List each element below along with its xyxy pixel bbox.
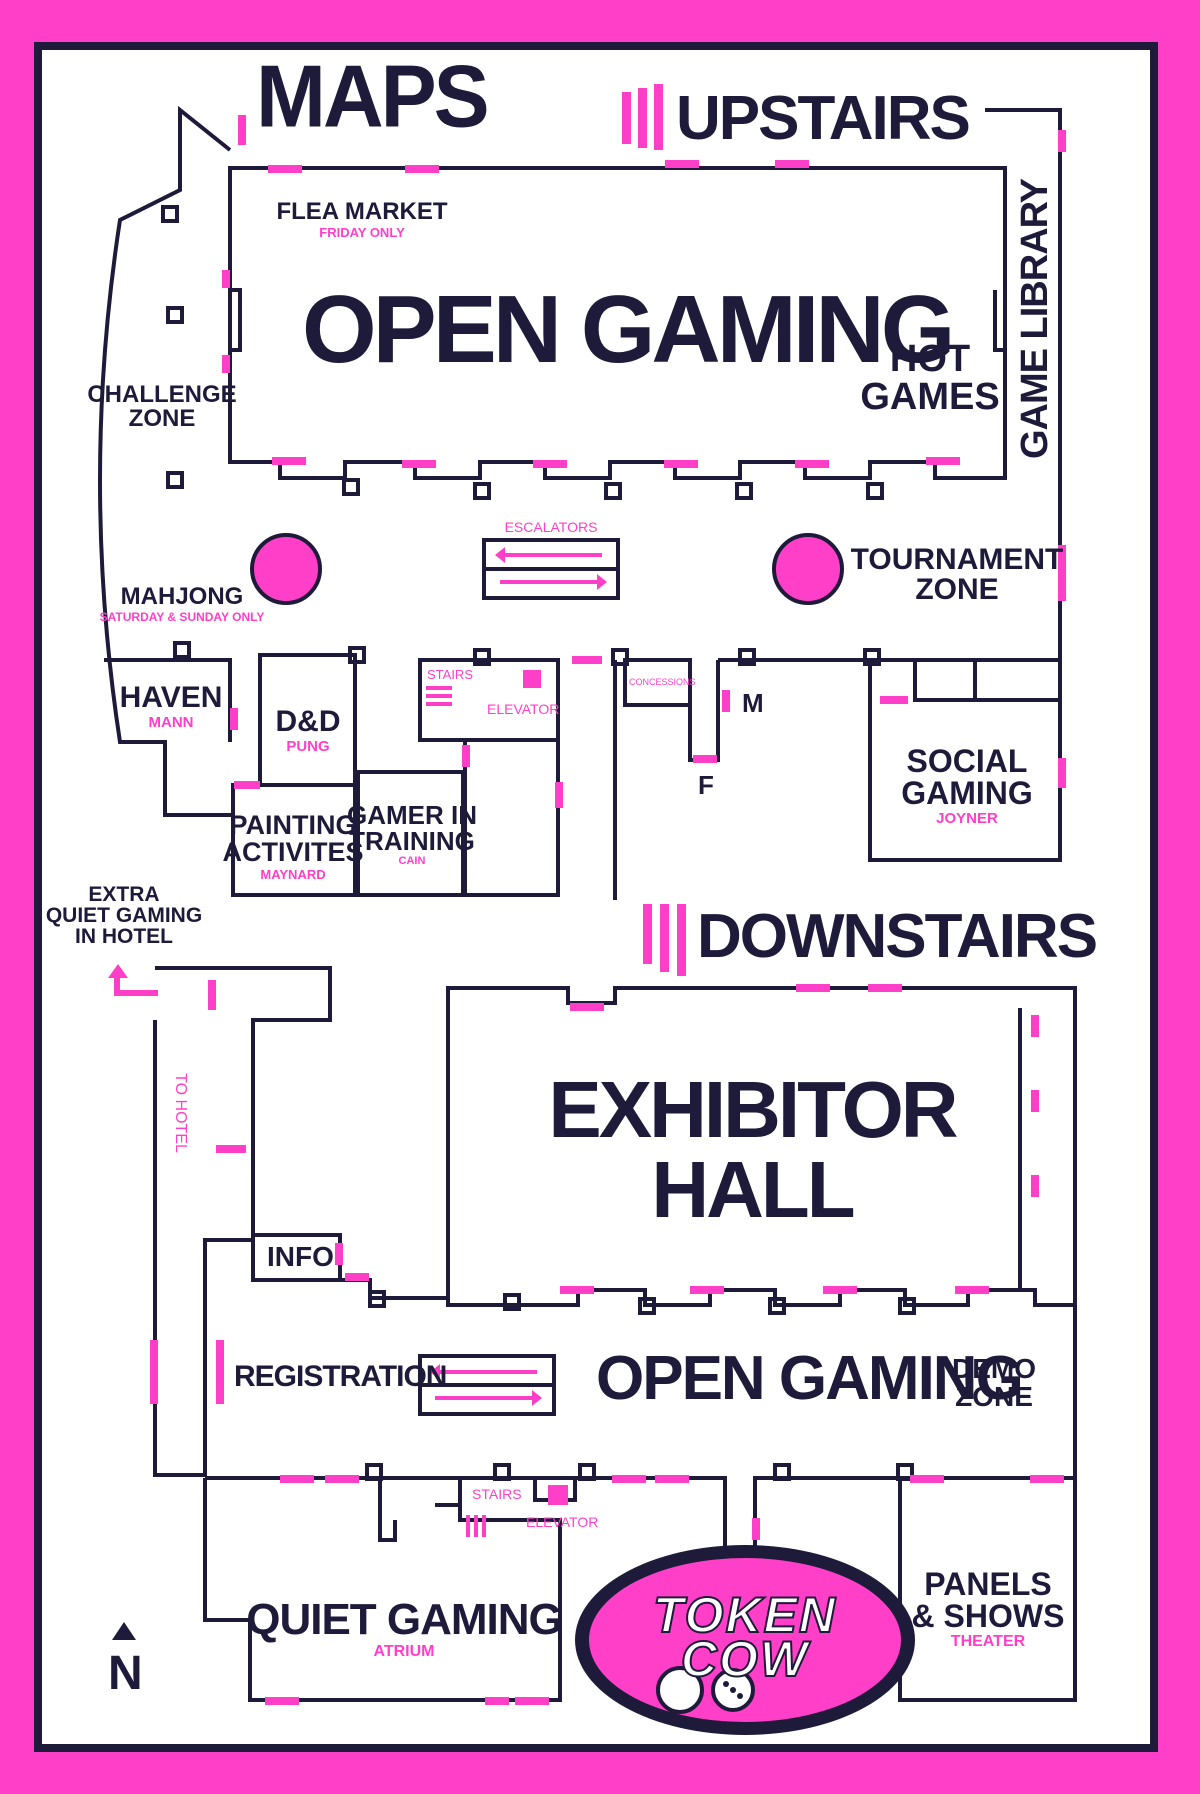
column	[166, 306, 184, 324]
column	[173, 641, 191, 659]
challenge-zone-label: CHALLENGE ZONE	[87, 381, 237, 432]
column	[503, 1293, 521, 1311]
stairs-label-downstairs: STAIRS	[472, 1486, 522, 1502]
logo-text: TOKEN COW	[652, 1587, 838, 1687]
column	[896, 1463, 914, 1481]
column	[738, 648, 756, 666]
elevator-icon	[523, 670, 541, 688]
column	[166, 471, 184, 489]
quiet-gaming-room	[203, 1478, 562, 1702]
column	[611, 648, 629, 666]
column	[768, 1297, 786, 1315]
social-gaming-room	[868, 658, 1062, 862]
north-label: N	[108, 1647, 143, 1700]
elevator-icon-downstairs	[548, 1485, 568, 1505]
dnd-label: D&D PUNG	[275, 705, 341, 755]
extra-quiet-label: EXTRA QUIET GAMING IN HOTEL	[45, 883, 203, 948]
gamer-training-label: GAMER IN TRAINING CAIN	[347, 800, 477, 867]
exhibitor-hall-label: EXHIBITOR HALL	[548, 1065, 958, 1234]
quiet-gaming-label: QUIET GAMING ATRIUM	[246, 1595, 563, 1660]
column	[161, 205, 179, 223]
to-hotel-label: TO HOTEL	[172, 1073, 189, 1153]
upstairs-outer-wall	[98, 105, 233, 817]
hot-games-label: HOT GAMES	[860, 338, 1000, 418]
downstairs-heading: DOWNSTAIRS	[697, 902, 1098, 971]
elevator-label-downstairs: ELEVATOR	[526, 1514, 599, 1530]
column	[604, 482, 622, 500]
map-title: MAPS	[256, 46, 490, 146]
downstairs-open-gaming-label: OPEN GAMING	[596, 1344, 1024, 1413]
registration-label: REGISTRATION	[234, 1360, 447, 1393]
mahjong-label: MAHJONG SATURDAY & SUNDAY ONLY	[99, 583, 265, 624]
open-gaming-room	[228, 166, 1007, 480]
column	[348, 646, 366, 664]
column	[773, 1463, 791, 1481]
column	[473, 648, 491, 666]
column	[735, 482, 753, 500]
upstairs-heading: UPSTAIRS	[676, 84, 971, 153]
flea-market-label: FLEA MARKET FRIDAY ONLY	[276, 198, 448, 240]
column	[365, 1463, 383, 1481]
column	[342, 478, 360, 496]
restroom-f-label: F	[698, 770, 714, 800]
haven-label: HAVEN MANN	[119, 681, 223, 731]
upstairs-round-column	[250, 533, 322, 605]
escalators-label: ESCALATORS	[504, 519, 598, 535]
info-label: INFO	[267, 1241, 334, 1272]
social-gaming-label: SOCIAL GAMING JOYNER	[901, 743, 1033, 827]
tournament-zone-label: TOURNAMENT ZONE	[850, 543, 1064, 606]
painting-room	[231, 783, 357, 897]
north-arrow-icon	[112, 1622, 136, 1640]
column	[866, 482, 884, 500]
painting-label: PAINTING ACTIVITES MAYNARD	[222, 810, 364, 882]
hotel-arrow-icon	[108, 964, 158, 996]
column	[898, 1297, 916, 1315]
token-cow-logo	[575, 1545, 915, 1735]
upstairs-round-column	[772, 533, 844, 605]
restroom-m-label: M	[742, 688, 764, 718]
game-library-label: GAME LIBRARY	[1014, 178, 1056, 460]
restrooms	[688, 658, 870, 762]
elevator-label: ELEVATOR	[487, 701, 560, 717]
column	[578, 1463, 596, 1481]
stairs-label: STAIRS	[427, 667, 473, 682]
hotel-corridor	[153, 966, 332, 1477]
upstairs-open-gaming-label: OPEN GAMING	[302, 276, 955, 383]
column	[493, 1463, 511, 1481]
column	[638, 1297, 656, 1315]
exhibitor-hall	[446, 986, 1077, 1307]
demo-zone-label: DEMO ZONE	[952, 1353, 1036, 1412]
panels-shows-label: PANELS & SHOWS THEATER	[911, 1566, 1065, 1650]
concessions-label: CONCESSIONS	[629, 677, 696, 687]
column	[473, 482, 491, 500]
